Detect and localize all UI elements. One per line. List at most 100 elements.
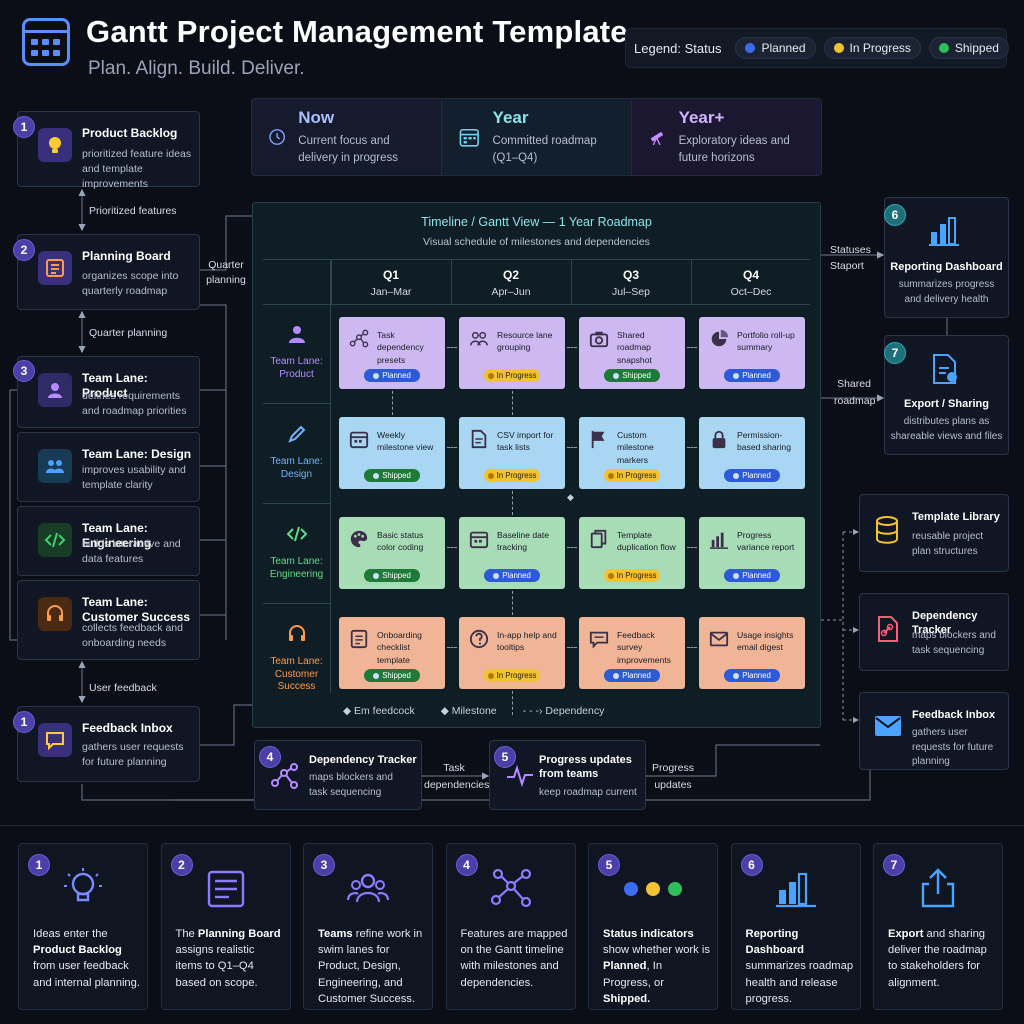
- status-pill: In Progress: [604, 469, 660, 482]
- lightbulb-icon: [60, 866, 106, 912]
- footer-step-text: Reporting Dashboard summarizes roadmap h…: [745, 928, 854, 1005]
- bars-icon: [709, 532, 729, 549]
- card-title: Dependency Tracker: [309, 754, 417, 766]
- footer-step-text: The Planning Board assigns realistic ite…: [175, 928, 281, 989]
- quarter-header: Q1 Jan–Mar: [331, 260, 450, 304]
- status-pill: Planned: [724, 369, 780, 382]
- task-icon: [349, 329, 369, 349]
- status-dot-icon: [373, 472, 380, 479]
- task-name: Progress variance report: [737, 530, 795, 553]
- task-card[interactable]: Resource lane grouping In Progress: [459, 317, 565, 389]
- task-card[interactable]: Portfolio roll-up summary Planned: [699, 317, 805, 389]
- status-pill: Shipped: [604, 369, 660, 382]
- pencil-icon: [287, 425, 305, 443]
- help-icon: [469, 629, 489, 649]
- mail-icon: [875, 716, 901, 736]
- quarter-header: Q2 Apr–Jun: [451, 260, 570, 304]
- lane-name: Team Lane:Engineering: [269, 556, 324, 580]
- footer-step-card: 7 Export and sharing deliver the roadmap…: [873, 843, 1003, 1010]
- quarter-label: Q4: [742, 268, 759, 282]
- task-card[interactable]: In-app help and tooltips In Progress: [459, 617, 565, 689]
- task-card[interactable]: Usage insights email digest Planned: [699, 617, 805, 689]
- task-card[interactable]: Task dependency presets Planned: [339, 317, 445, 389]
- connector-label: Quarter planning: [206, 259, 246, 287]
- status-dot-icon: [493, 572, 500, 579]
- task-name: Weekly milestone view: [377, 430, 434, 453]
- camera-icon: [589, 331, 609, 348]
- legend-label: Milestone: [451, 705, 497, 717]
- step-badge: 6: [884, 204, 906, 226]
- step-badge: 5: [494, 746, 516, 768]
- step-badge: 4: [259, 746, 281, 768]
- step-badge: 3: [13, 360, 35, 382]
- card-title: Template Library: [912, 511, 1000, 523]
- legend-chip-in-progress: In Progress: [823, 37, 921, 59]
- dependency-arrow: [567, 547, 577, 548]
- quarter-label: Q2: [502, 268, 519, 282]
- task-card[interactable]: Weekly milestone view Shipped: [339, 417, 445, 489]
- footer-divider: [0, 825, 1024, 826]
- footer-step-card: 6 Reporting Dashboard summarizes roadmap…: [730, 843, 861, 1010]
- card-title: Team Lane: Design: [82, 447, 192, 461]
- card-desc: gathers user requests for future plannin…: [82, 741, 184, 769]
- bar-chart-icon: [929, 217, 959, 246]
- network-icon: [271, 763, 298, 789]
- card-title: Progress updates from teams: [539, 754, 632, 781]
- chat-icon: [589, 631, 609, 649]
- task-name: Template duplication flow: [617, 530, 676, 553]
- task-icon: [709, 429, 729, 449]
- task-icon: [709, 529, 729, 549]
- task-card[interactable]: Baseline date tracking Planned: [459, 517, 565, 589]
- gantt-grid: Q1 Jan–Mar Q2 Apr–Jun Q3 Jul–Sep Q4 Oct–…: [263, 259, 810, 715]
- gantt-legend-milestone: ◆ Milestone: [441, 705, 497, 717]
- gantt-timeline: Timeline / Gantt View — 1 Year Roadmap V…: [252, 202, 821, 728]
- task-card[interactable]: Permission-based sharing Planned: [699, 417, 805, 489]
- legend-chip-shipped: Shipped: [928, 37, 1009, 59]
- group-icon: [38, 449, 72, 483]
- task-card[interactable]: Custom milestone markers In Progress: [579, 417, 685, 489]
- status-dot-icon: [373, 572, 380, 579]
- lane-name: Team Lane:Design: [270, 456, 323, 480]
- status-pill: Planned: [364, 369, 420, 382]
- feedback-inbox-card: Feedback Inbox gathers user requests for…: [17, 706, 200, 782]
- horizon-desc: Current focus and delivery in progress: [298, 135, 398, 164]
- dependency-arrow: [687, 647, 697, 648]
- legend-label: Em feedcock: [354, 705, 415, 717]
- code-icon: [286, 526, 307, 542]
- link-icon: [878, 616, 898, 642]
- task-icon: [709, 629, 729, 649]
- task-card[interactable]: Progress variance report Planned: [699, 517, 805, 589]
- page-title: Gantt Project Management Template: [86, 14, 628, 49]
- card-desc: defines requirements and roadmap priorit…: [82, 390, 187, 418]
- card-title: Reporting Dashboard: [890, 261, 1003, 273]
- card-title: Team Lane: Customer Success: [82, 595, 191, 624]
- step-badge: 2: [170, 854, 193, 876]
- task-card[interactable]: Shared roadmap snapshot Shipped: [579, 317, 685, 389]
- task-card[interactable]: Basic status color coding Shipped: [339, 517, 445, 589]
- headset-icon: [38, 597, 72, 631]
- dependency-arrow: [512, 591, 513, 615]
- gantt-legend: ◆ Em feedcock ◆ Milestone - - -› Depende…: [343, 705, 604, 717]
- task-name: Permission-based sharing: [737, 430, 791, 453]
- legend-label: Planned: [761, 41, 806, 55]
- connector-label: Progress updates: [651, 762, 694, 791]
- task-card[interactable]: Onboarding checklist template Shipped: [339, 617, 445, 689]
- status-dot-icon: [733, 572, 740, 579]
- task-card[interactable]: CSV import for task lists In Progress: [459, 417, 565, 489]
- status-dot-icon: [607, 472, 614, 479]
- task-card[interactable]: Template duplication flow In Progress: [579, 517, 685, 589]
- legend-label: In Progress: [849, 41, 911, 55]
- lane-divider: [263, 503, 330, 504]
- quarter-header: Q3 Jul–Sep: [571, 260, 690, 304]
- team-lane-customer-success-card: Team Lane: Customer Success collects fee…: [17, 580, 200, 660]
- milestone-diamond-icon: ◆: [567, 492, 574, 502]
- task-icon: [589, 629, 609, 649]
- status-dot-icon: [487, 472, 494, 479]
- planning-board-card: Planning Board organizes scope into quar…: [17, 234, 200, 310]
- page-subtitle: Plan. Align. Build. Deliver.: [88, 58, 305, 79]
- status-pill: Planned: [484, 569, 540, 582]
- product-backlog-card: Product Backlog prioritized feature idea…: [17, 111, 200, 190]
- task-card[interactable]: Feedback survey improvements Planned: [579, 617, 685, 689]
